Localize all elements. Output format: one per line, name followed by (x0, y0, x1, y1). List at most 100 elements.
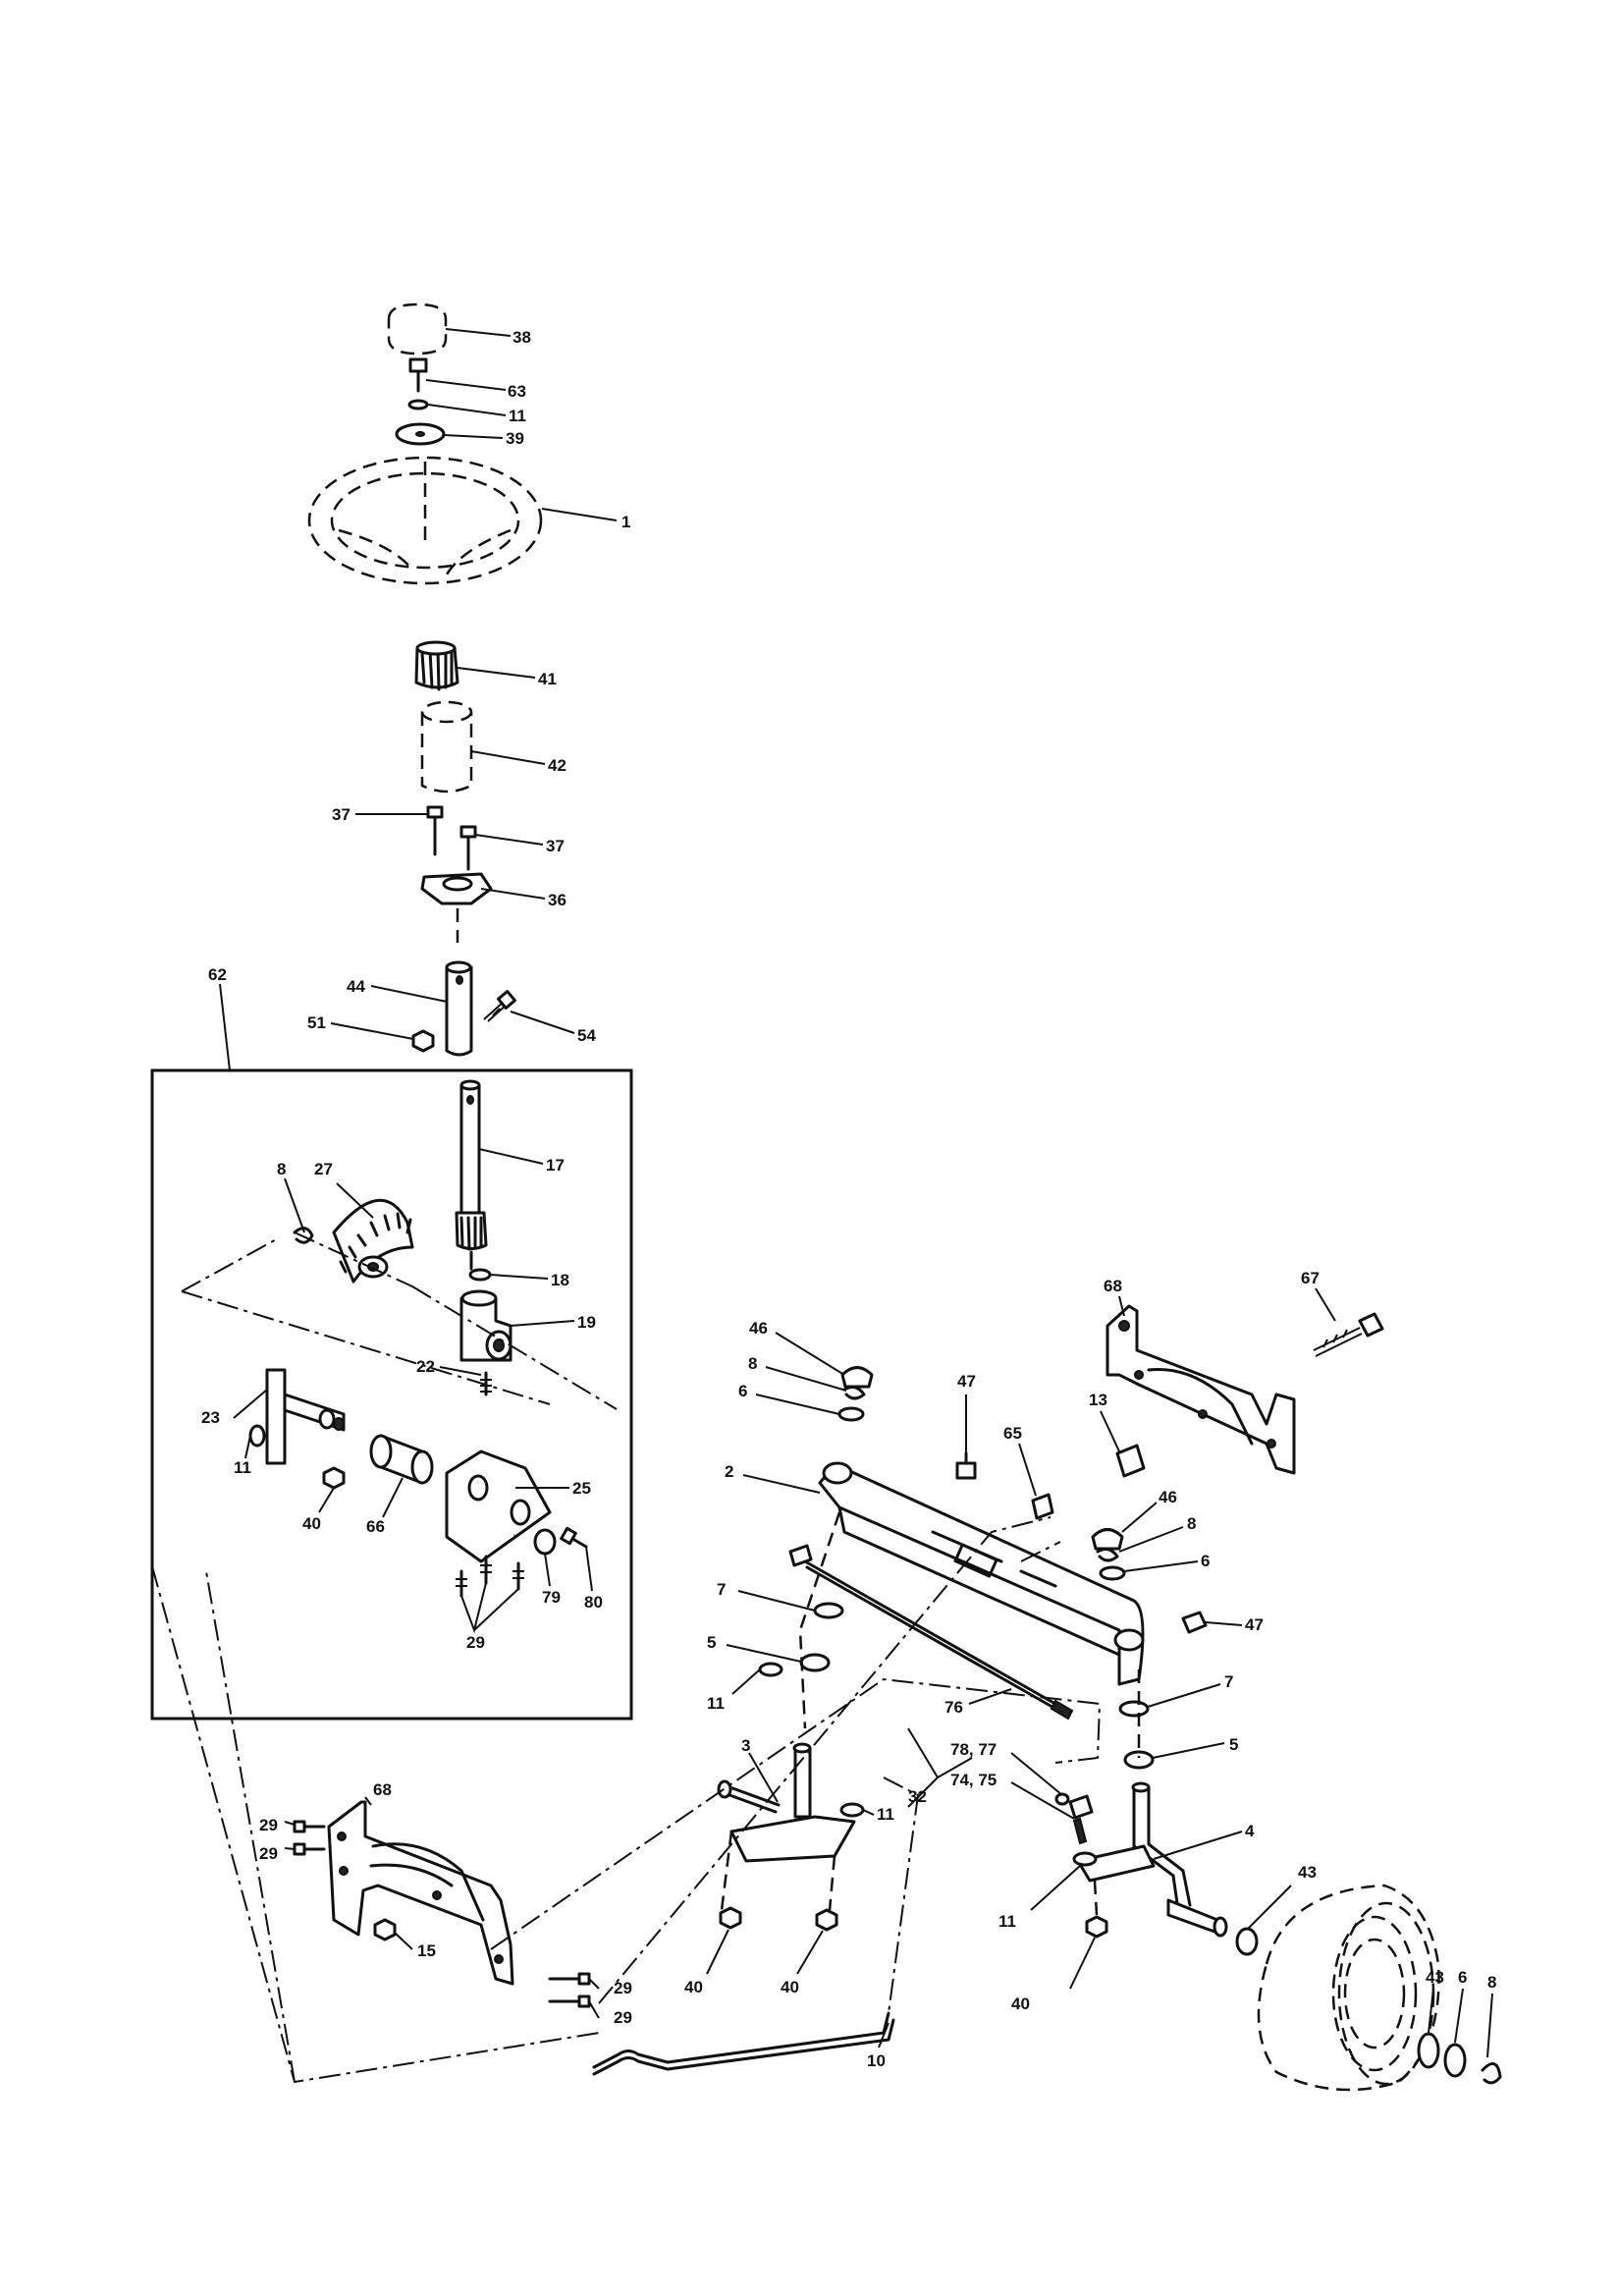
callout-8: 8 (1187, 1514, 1196, 1533)
lock-nut-part (373, 1918, 397, 1941)
washer-part (758, 1662, 783, 1677)
callout-47: 47 (1245, 1615, 1264, 1634)
callout-38: 38 (512, 328, 531, 347)
callout-15: 15 (417, 1941, 436, 1960)
washer-part (1118, 1700, 1150, 1718)
washer-part (799, 1653, 831, 1672)
callout-29: 29 (614, 2008, 632, 2027)
column-sleeve-part (420, 700, 473, 793)
callout-40: 40 (302, 1514, 321, 1533)
callout-80: 80 (584, 1593, 603, 1612)
callout-23: 23 (201, 1408, 220, 1427)
spacer-part (1031, 1493, 1054, 1520)
lock-nut-part (719, 1906, 742, 1930)
washer-part (839, 1802, 865, 1818)
washer-part (533, 1528, 557, 1556)
callout-29: 29 (466, 1633, 485, 1652)
callout-13: 13 (1089, 1391, 1107, 1409)
callout-5: 5 (1229, 1735, 1238, 1754)
washer-part (1235, 1927, 1259, 1956)
assembly-path-line (490, 1516, 1102, 2014)
lock-nut-part (322, 1466, 346, 1490)
bearing-block-part (459, 1289, 512, 1362)
leader-lines (219, 328, 1493, 2058)
bolt-part (426, 805, 477, 871)
drag-link-part (592, 2011, 895, 2076)
retaining-clip-part (1096, 1547, 1119, 1562)
bolt-part (456, 1555, 524, 1598)
washer-part (1123, 1750, 1155, 1770)
support-bracket-part (445, 1449, 552, 1563)
callout-68: 68 (1104, 1277, 1122, 1295)
assembly-path-line (720, 1511, 1141, 1916)
callout-29: 29 (259, 1844, 278, 1863)
steering-wheel-part (307, 456, 543, 585)
callout-67: 67 (1301, 1269, 1320, 1287)
callout-40: 40 (781, 1978, 799, 1996)
callout-11: 11 (234, 1458, 251, 1477)
callout-40: 40 (1011, 1995, 1030, 2013)
bolt-part (560, 1526, 588, 1549)
sector-shaft-bracket-part (265, 1368, 346, 1465)
callout-44: 44 (347, 977, 365, 996)
callout-11: 11 (877, 1805, 894, 1824)
steering-shaft-part (445, 960, 473, 1057)
callout-6: 6 (738, 1382, 747, 1400)
lock-nut-part (1085, 1915, 1108, 1939)
retaining-clip-part (842, 1385, 866, 1400)
callout-78-77: 78, 77 (950, 1740, 997, 1759)
flat-washer-part (395, 422, 446, 446)
tie-rod-end-part (1054, 1792, 1094, 1845)
callout-11: 11 (707, 1694, 725, 1713)
front-wheel-part (1257, 1884, 1440, 2092)
callout-10: 10 (867, 2051, 886, 2070)
lock-nut-part (815, 1908, 838, 1932)
callout-66: 66 (366, 1517, 385, 1536)
callout-68: 68 (373, 1780, 392, 1799)
washer-part (1072, 1851, 1098, 1867)
steering-gear-assembly-frame (150, 1068, 633, 1721)
left-spindle-part (717, 1742, 856, 1863)
callout-6: 6 (1201, 1552, 1210, 1570)
bearing-flange-part (420, 872, 493, 943)
washer-part (813, 1602, 844, 1619)
callout-11: 11 (998, 1912, 1016, 1931)
front-axle-part (818, 1461, 1145, 1686)
callout-11: 11 (509, 407, 526, 425)
callout-65: 65 (1003, 1424, 1022, 1443)
callout-5: 5 (707, 1633, 716, 1652)
frame-bracket-right-part (1106, 1304, 1296, 1475)
retaining-clip-part (1481, 2061, 1502, 2085)
washer-part (248, 1424, 266, 1448)
callout-19: 19 (577, 1313, 596, 1332)
callout-8: 8 (1487, 1973, 1496, 1992)
callout-17: 17 (546, 1156, 565, 1175)
callout-74-75: 74, 75 (950, 1771, 997, 1789)
callout-7: 7 (717, 1580, 726, 1599)
washer-part (1443, 2043, 1467, 2078)
assembly-path-line (151, 1565, 600, 2084)
lock-washer-part (407, 399, 429, 410)
callout-37: 37 (546, 837, 565, 855)
callout-51: 51 (307, 1013, 326, 1032)
callout-54: 54 (577, 1026, 596, 1045)
callout-1: 1 (621, 513, 630, 531)
bolt-part (483, 990, 516, 1022)
washer-part (1099, 1565, 1126, 1581)
callout-3: 3 (741, 1736, 750, 1755)
steering-cap-part (387, 302, 448, 355)
dust-cap-part (1091, 1528, 1124, 1551)
steering-adapter-part (414, 640, 459, 691)
callout-43: 43 (1426, 1968, 1444, 1987)
callout-27: 27 (314, 1160, 333, 1178)
callout-18: 18 (551, 1271, 569, 1289)
callout-39: 39 (506, 429, 524, 448)
callout-8: 8 (277, 1160, 286, 1178)
washer-part (1417, 2032, 1440, 2069)
callout-22: 22 (416, 1357, 435, 1376)
washer-part (837, 1406, 865, 1422)
callout-29: 29 (614, 1979, 632, 1997)
callout-8: 8 (748, 1354, 757, 1373)
callout-4: 4 (1245, 1822, 1255, 1840)
